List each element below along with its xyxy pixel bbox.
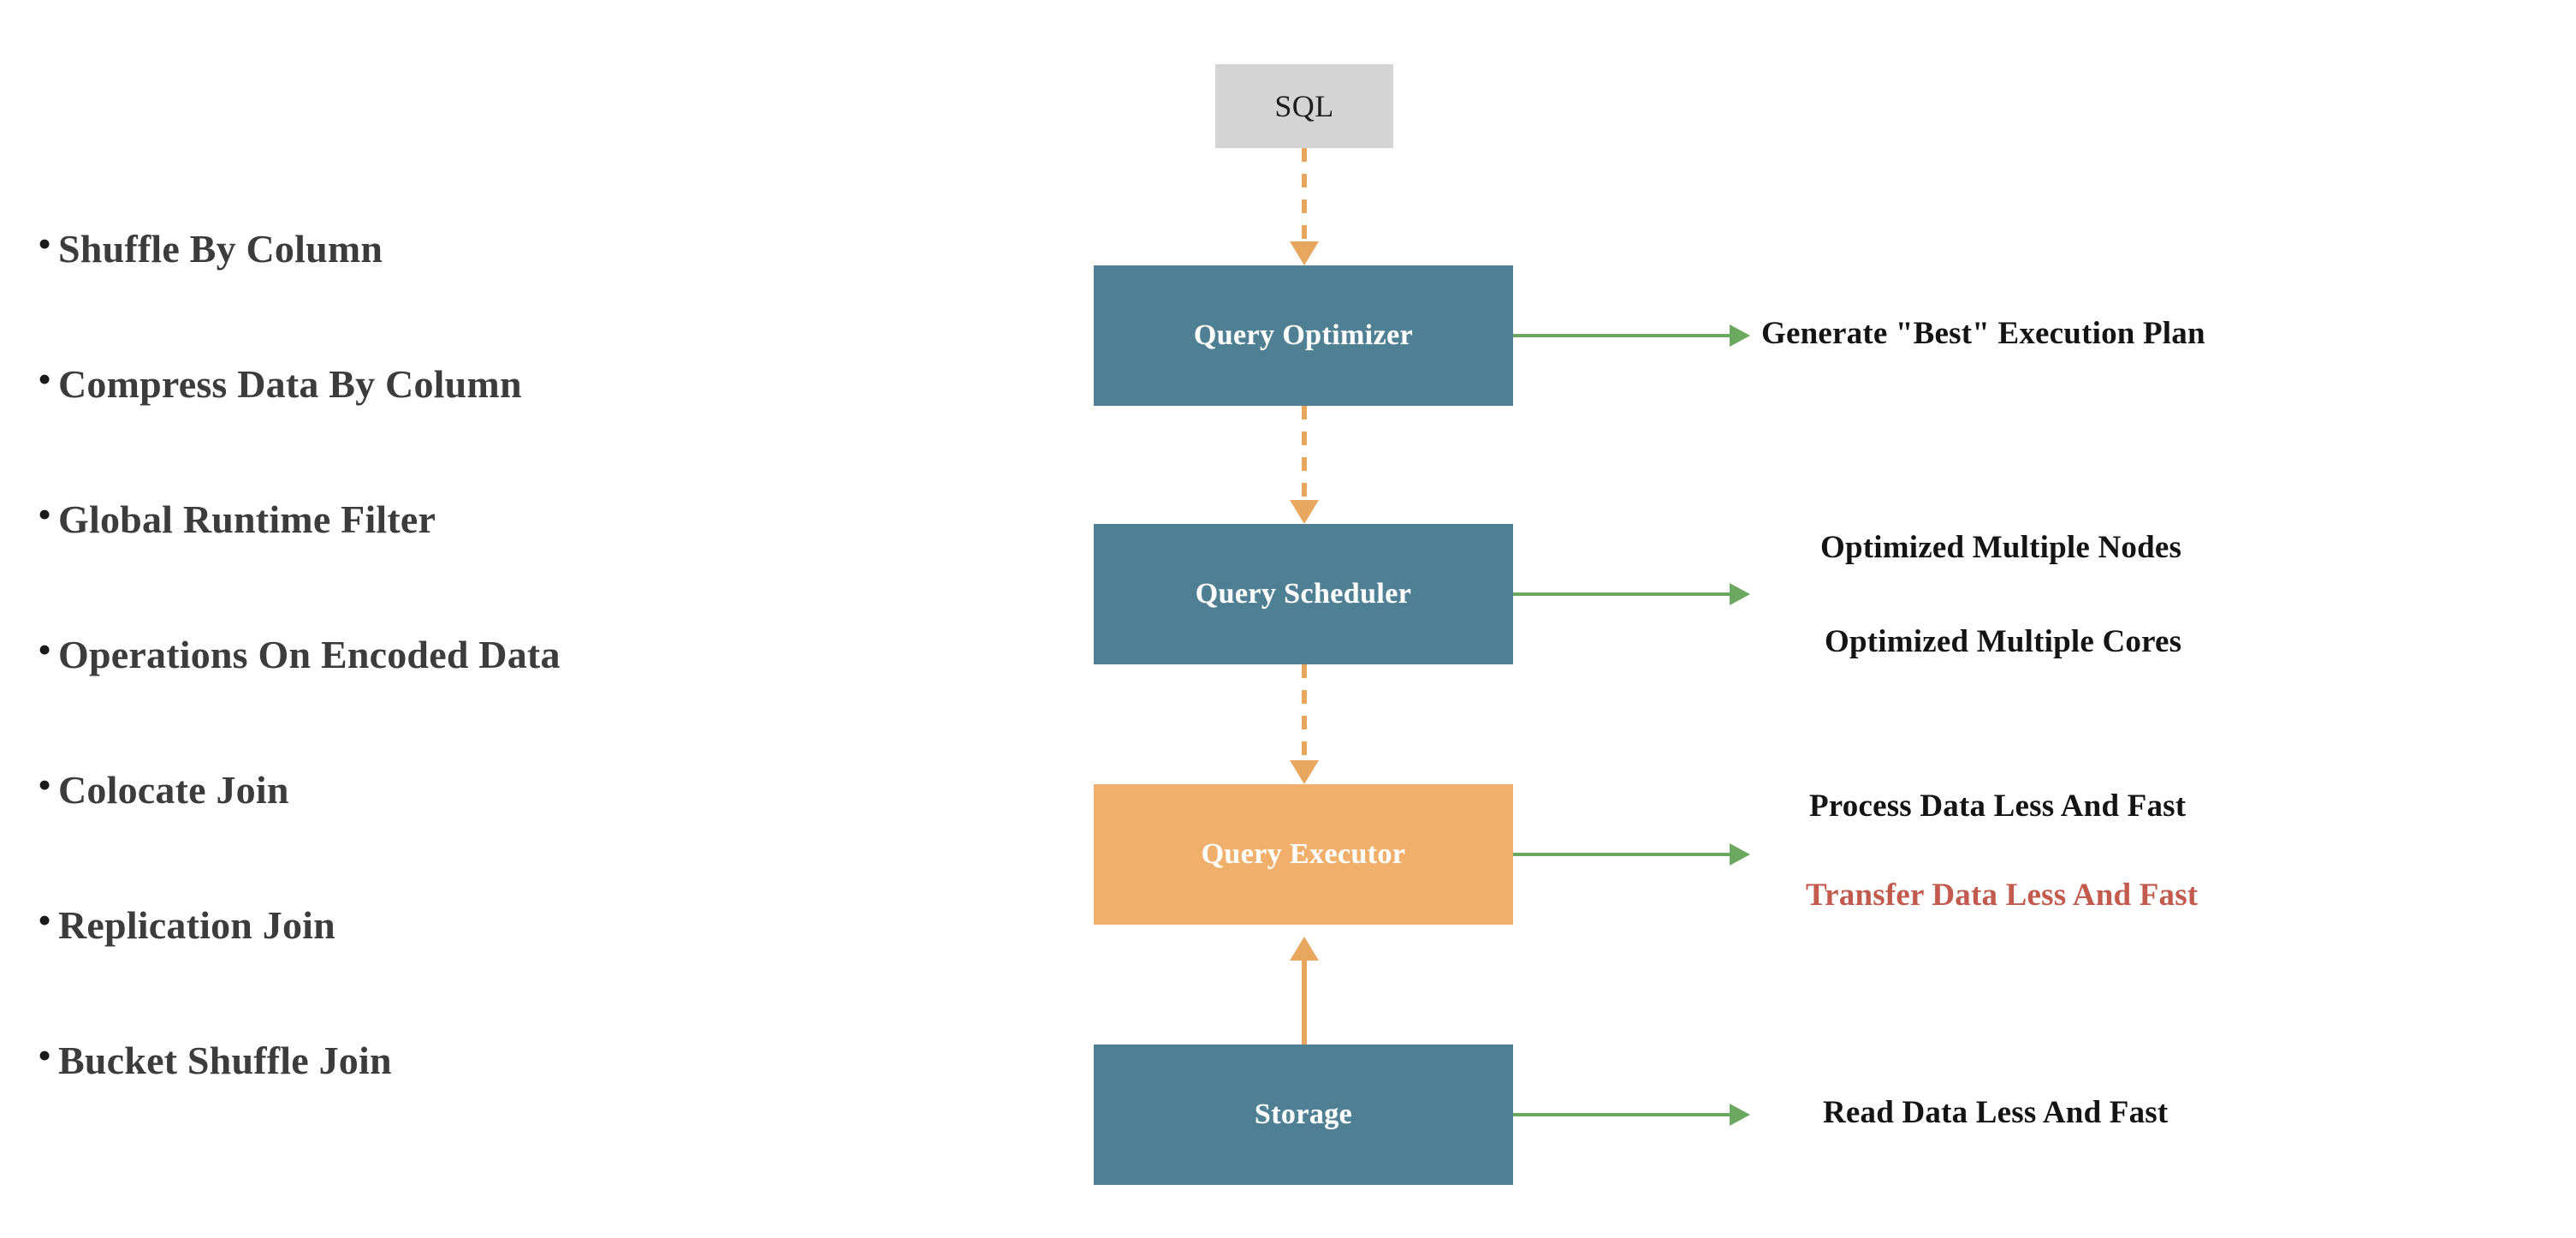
arrowhead-down-icon [1290, 500, 1319, 524]
output-label-transfer-data: Transfer Data Less And Fast [1806, 878, 2199, 913]
output-label-multiple-cores: Optimized Multiple Cores [1825, 624, 2182, 659]
output-label-execution-plan: Generate "Best" Execution Plan [1761, 316, 2205, 351]
bullet-label: Compress Data By Column [58, 362, 522, 406]
output-label-process-data: Process Data Less And Fast [1809, 789, 2187, 824]
node-query-executor: Query Executor [1094, 784, 1513, 925]
output-arrow-storage [1513, 1113, 1730, 1116]
list-item: • Shuffle By Column [38, 182, 979, 317]
bullet-label: Bucket Shuffle Join [58, 1039, 392, 1082]
arrowhead-down-icon [1290, 760, 1319, 784]
arrowhead-up-icon [1290, 937, 1319, 961]
list-item: • Operations On Encoded Data [38, 587, 979, 723]
feature-bullet-list: • Shuffle By Column • Compress Data By C… [38, 182, 979, 1128]
list-item: • Colocate Join [38, 723, 979, 858]
node-storage-label: Storage [1254, 1098, 1353, 1130]
output-arrow-optimizer [1513, 334, 1730, 337]
node-sql-label: SQL [1274, 89, 1334, 123]
bullet-label: Replication Join [58, 903, 335, 947]
arrowhead-right-icon [1730, 324, 1750, 347]
list-item: • Replication Join [38, 858, 979, 993]
output-label-read-data: Read Data Less And Fast [1823, 1095, 2169, 1130]
bullet-label: Global Runtime Filter [58, 497, 436, 541]
arrowhead-right-icon [1730, 1104, 1750, 1126]
arrowhead-right-icon [1730, 583, 1750, 605]
node-query-optimizer-label: Query Optimizer [1193, 319, 1414, 351]
list-item: • Bucket Shuffle Join [38, 993, 979, 1128]
node-query-executor-label: Query Executor [1201, 838, 1406, 870]
connector-scheduler-to-executor [1302, 664, 1307, 762]
node-query-scheduler-label: Query Scheduler [1195, 578, 1412, 610]
node-query-optimizer: Query Optimizer [1094, 265, 1513, 406]
arrowhead-right-icon [1730, 843, 1750, 866]
node-storage: Storage [1094, 1045, 1513, 1185]
node-sql: SQL [1215, 64, 1393, 148]
connector-optimizer-to-scheduler [1302, 406, 1307, 502]
output-arrow-executor [1513, 853, 1730, 856]
list-item: • Compress Data By Column [38, 317, 979, 452]
node-query-scheduler: Query Scheduler [1094, 524, 1513, 664]
bullet-label: Colocate Join [58, 768, 289, 812]
connector-sql-to-optimizer [1302, 148, 1307, 243]
output-arrow-scheduler [1513, 592, 1730, 596]
connector-storage-to-executor [1302, 947, 1307, 1045]
bullet-label: Shuffle By Column [58, 227, 383, 271]
output-label-multiple-nodes: Optimized Multiple Nodes [1820, 530, 2182, 565]
bullet-label: Operations On Encoded Data [58, 633, 561, 676]
arrowhead-down-icon [1290, 241, 1319, 265]
list-item: • Global Runtime Filter [38, 452, 979, 587]
